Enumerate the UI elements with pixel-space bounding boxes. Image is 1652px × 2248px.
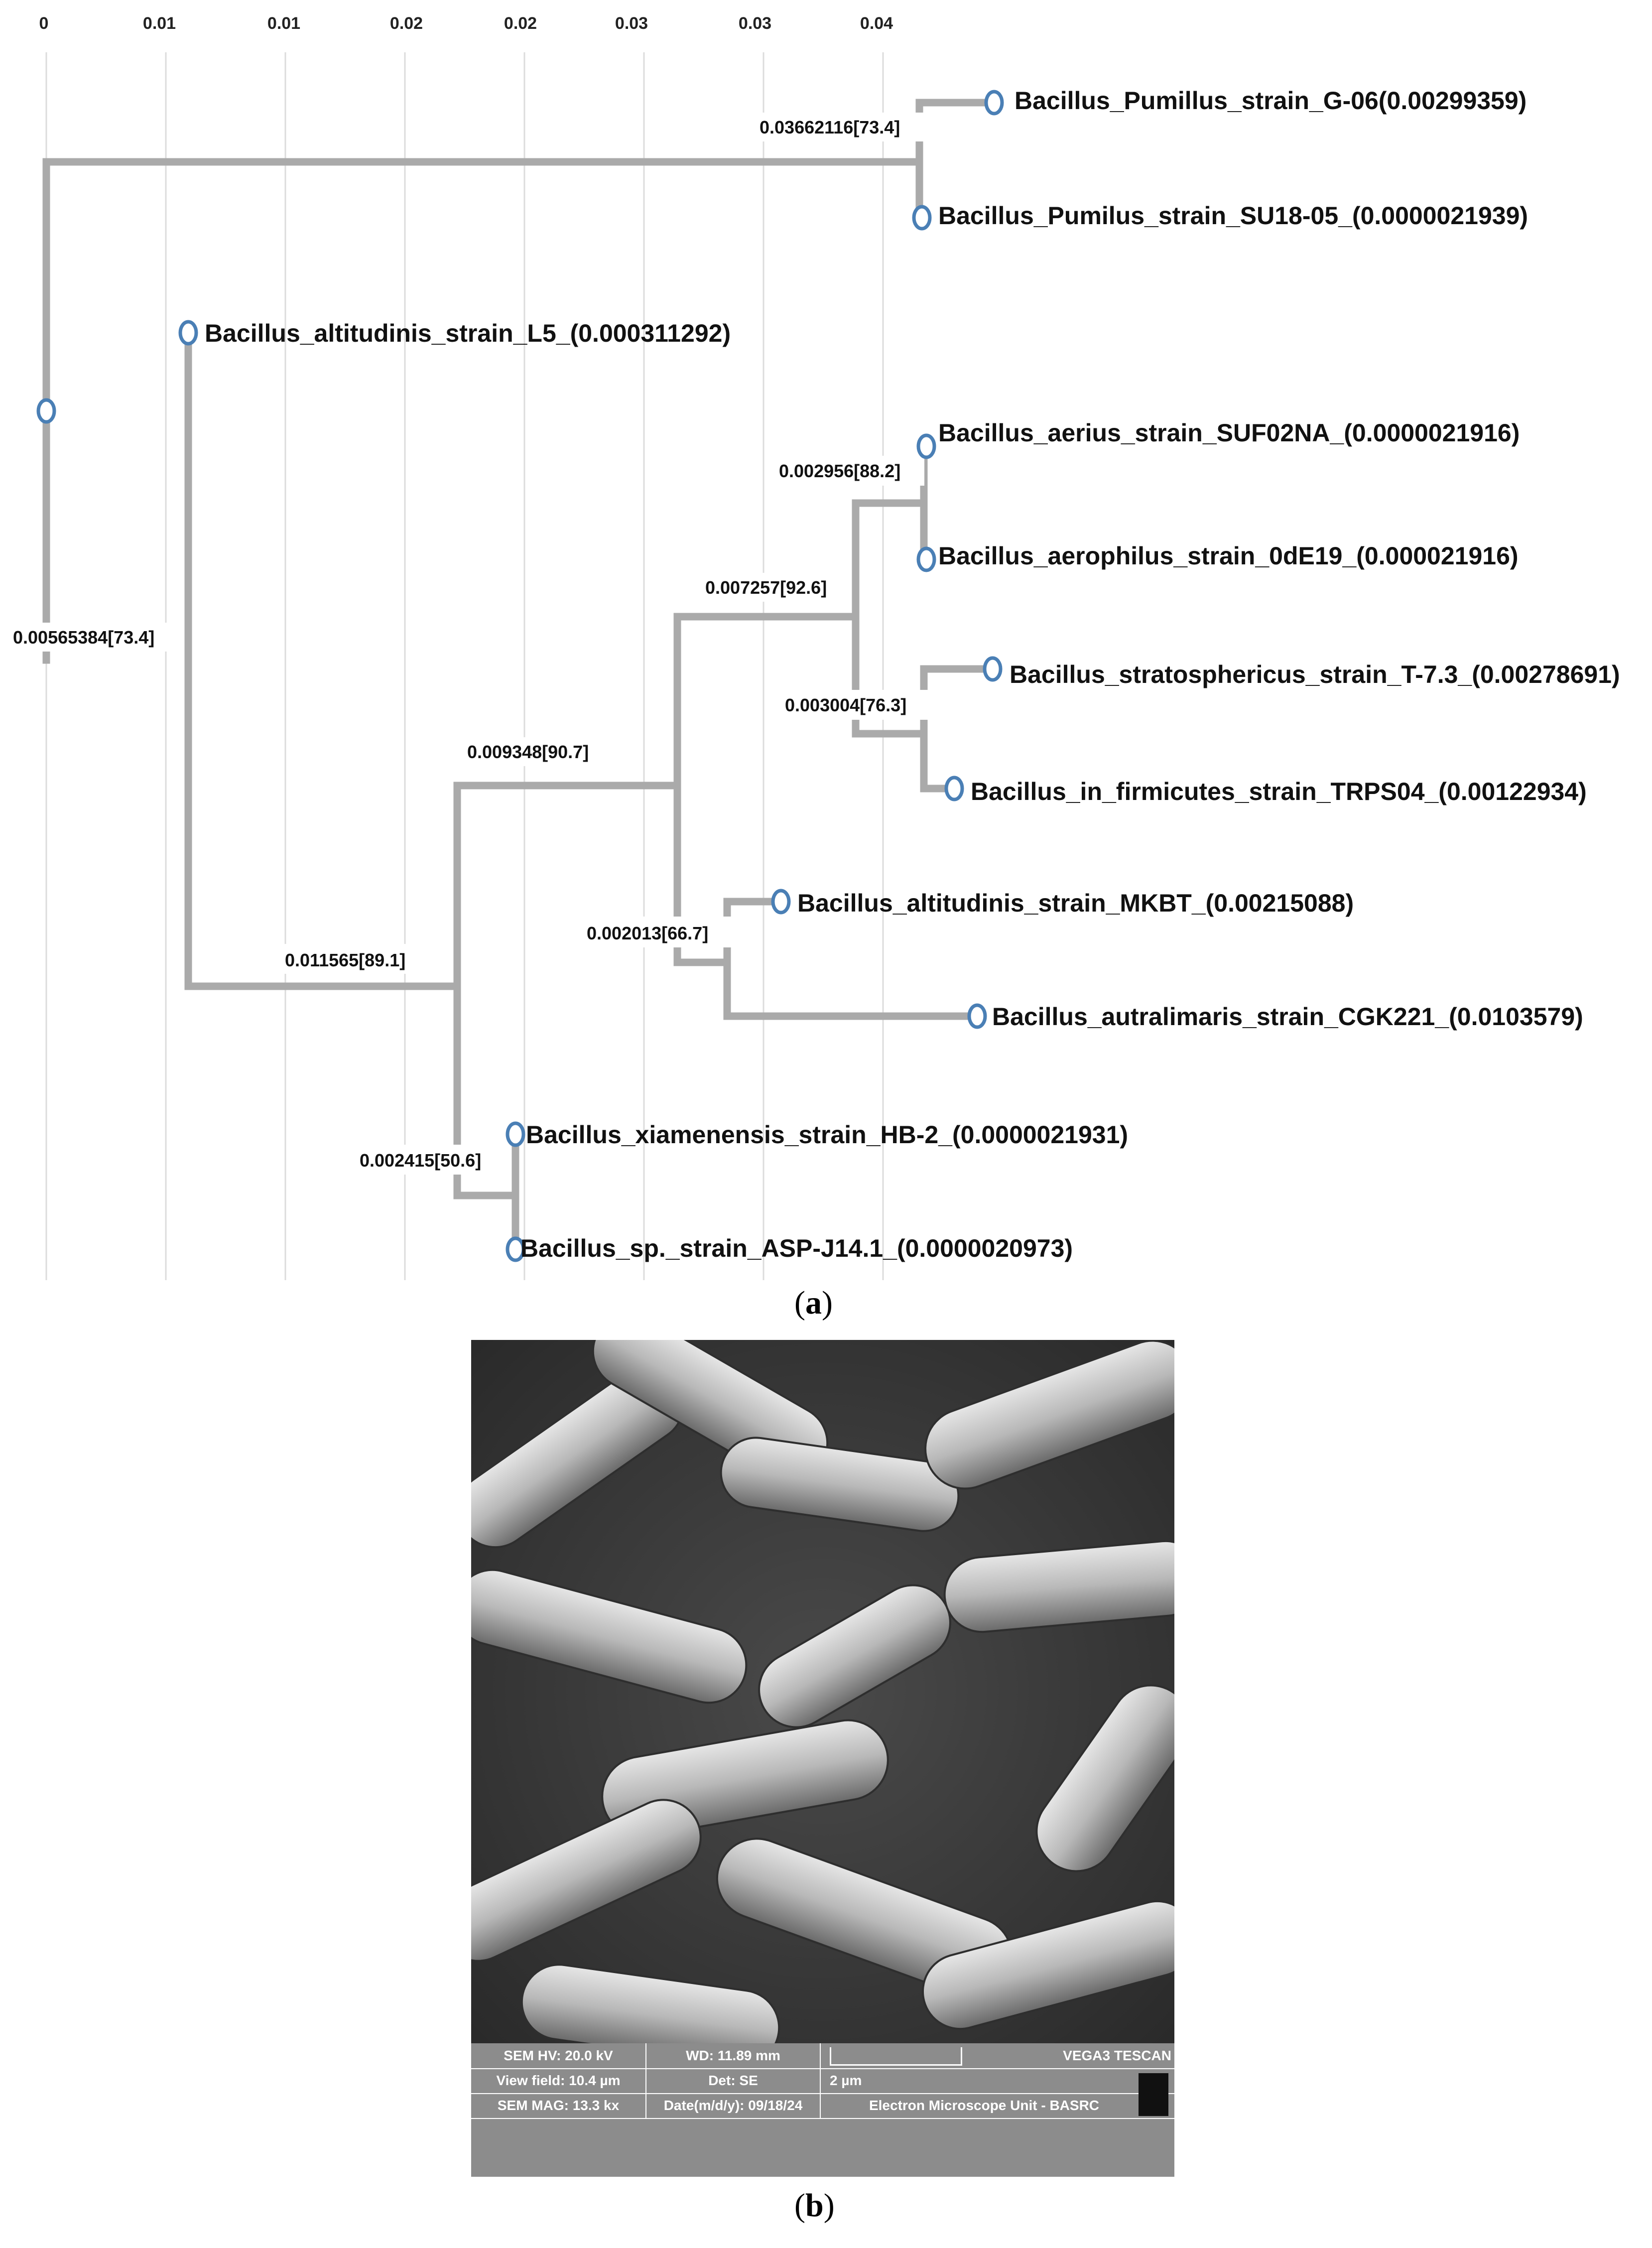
- sem-mag: SEM MAG: 13.3 kx: [497, 2098, 620, 2113]
- axis-tick: 0.01: [143, 14, 176, 33]
- leaf-label: Bacillus_xiamenensis_strain_HB-2_(0.0000…: [526, 1121, 1128, 1149]
- node-circle: [912, 205, 932, 231]
- tree-nodes: [36, 90, 1004, 1262]
- node-circle: [178, 320, 198, 346]
- leaf-label: Bacillus_Pumillus_strain_G-06(0.00299359…: [1015, 87, 1526, 115]
- node-circle: [916, 546, 936, 572]
- sem-wd: WD: 11.89 mm: [686, 2048, 780, 2063]
- axis-tick: 0.04: [860, 14, 893, 33]
- caption-a: (a): [794, 1285, 833, 1321]
- branch-label: 0.007257[92.6]: [705, 577, 827, 598]
- branch-label: 0.002415[50.6]: [360, 1150, 481, 1171]
- sem-detector: Det: SE: [708, 2073, 758, 2088]
- branch-label-box: [585, 917, 733, 947]
- branch-label: 0.003004[76.3]: [785, 695, 906, 715]
- branch-label-box: [11, 623, 179, 652]
- sem-date: Date(m/d/y): 09/18/24: [663, 2098, 803, 2113]
- branch-label: 0.03662116[73.4]: [760, 117, 900, 137]
- sem-view-field: View field: 10.4 µm: [496, 2073, 621, 2088]
- branch-label: 0.002013[66.7]: [587, 923, 708, 943]
- branch-label: 0.011565[89.1]: [285, 950, 405, 970]
- leaf-label: Bacillus_aerophilus_strain_0dE19_(0.0000…: [938, 542, 1519, 570]
- branch-label-box: [466, 737, 613, 766]
- branch-label-box: [282, 944, 451, 974]
- node-circle: [916, 433, 936, 459]
- caption-a-letter: a: [805, 1285, 822, 1321]
- branch-label: 0.00565384[73.4]: [13, 627, 154, 648]
- leaf-label: Bacillus_altitudinis_strain_L5_(0.000311…: [205, 319, 731, 347]
- node-circle: [944, 776, 964, 801]
- branch-label-box: [758, 113, 925, 141]
- sem-brand: VEGA3 TESCAN: [1063, 2048, 1171, 2063]
- sem-image: [471, 1340, 1174, 2066]
- branch-label-box: [777, 456, 924, 486]
- branch-label-box: [783, 690, 930, 720]
- leaf-label: Bacillus_sp._strain_ASP-J14.1_(0.0000020…: [520, 1234, 1073, 1262]
- node-circle: [967, 1003, 987, 1029]
- scale-bar-graphic: [830, 2047, 962, 2066]
- phylogenetic-tree: 0 0.01 0.01 0.02 0.02 0.03 0.03 0.04 0.0…: [11, 14, 1620, 1280]
- leaf-label: Bacillus_aerius_strain_SUF02NA_(0.000002…: [938, 419, 1520, 447]
- grid-lines: [45, 52, 884, 1280]
- node-circle: [506, 1121, 525, 1147]
- branch-label-box: [704, 573, 851, 602]
- sem-scale-label: 2 µm: [830, 2073, 862, 2088]
- leaf-label: Bacillus_autralimaris_strain_CGK221_(0.0…: [992, 1003, 1583, 1031]
- leaf-label: Bacillus_Pumilus_strain_SU18-05_(0.00000…: [938, 202, 1528, 230]
- caption-b-letter: b: [805, 2187, 824, 2224]
- branch-label-box: [358, 1145, 507, 1175]
- axis-tick: 0.03: [739, 14, 771, 33]
- node-circle: [771, 889, 791, 915]
- sem-info-bar: SEM HV: 20.0 kV WD: 11.89 mm VEGA3 TESCA…: [471, 2043, 1174, 2177]
- node-circle: [983, 656, 1003, 682]
- sem-hv: SEM HV: 20.0 kV: [504, 2048, 613, 2063]
- node-circle: [506, 1236, 525, 1262]
- leaf-label: Bacillus_in_firmicutes_strain_TRPS04_(0.…: [971, 778, 1587, 805]
- sem-micrograph: SEM HV: 20.0 kV WD: 11.89 mm VEGA3 TESCA…: [471, 1340, 1174, 2177]
- axis-tick: 0.01: [267, 14, 300, 33]
- sem-unit: Electron Microscope Unit - BASRC: [869, 2098, 1100, 2113]
- axis-tick: 0: [39, 14, 49, 33]
- axis-tick: 0.02: [504, 14, 537, 33]
- tescan-logo-icon: [1139, 2073, 1168, 2116]
- axis-tick: 0.03: [615, 14, 648, 33]
- branch-label: 0.002956[88.2]: [779, 461, 900, 481]
- tree-branches: [42, 99, 998, 1253]
- branch-label: 0.009348[90.7]: [467, 742, 589, 762]
- caption-b: (b): [794, 2187, 835, 2224]
- axis-tick: 0.02: [390, 14, 423, 33]
- node-circle: [984, 90, 1004, 116]
- leaf-label: Bacillus_stratosphericus_strain_T-7.3_(0…: [1010, 661, 1620, 688]
- leaf-label: Bacillus_altitudinis_strain_MKBT_(0.0021…: [797, 889, 1354, 917]
- node-circle: [36, 398, 56, 424]
